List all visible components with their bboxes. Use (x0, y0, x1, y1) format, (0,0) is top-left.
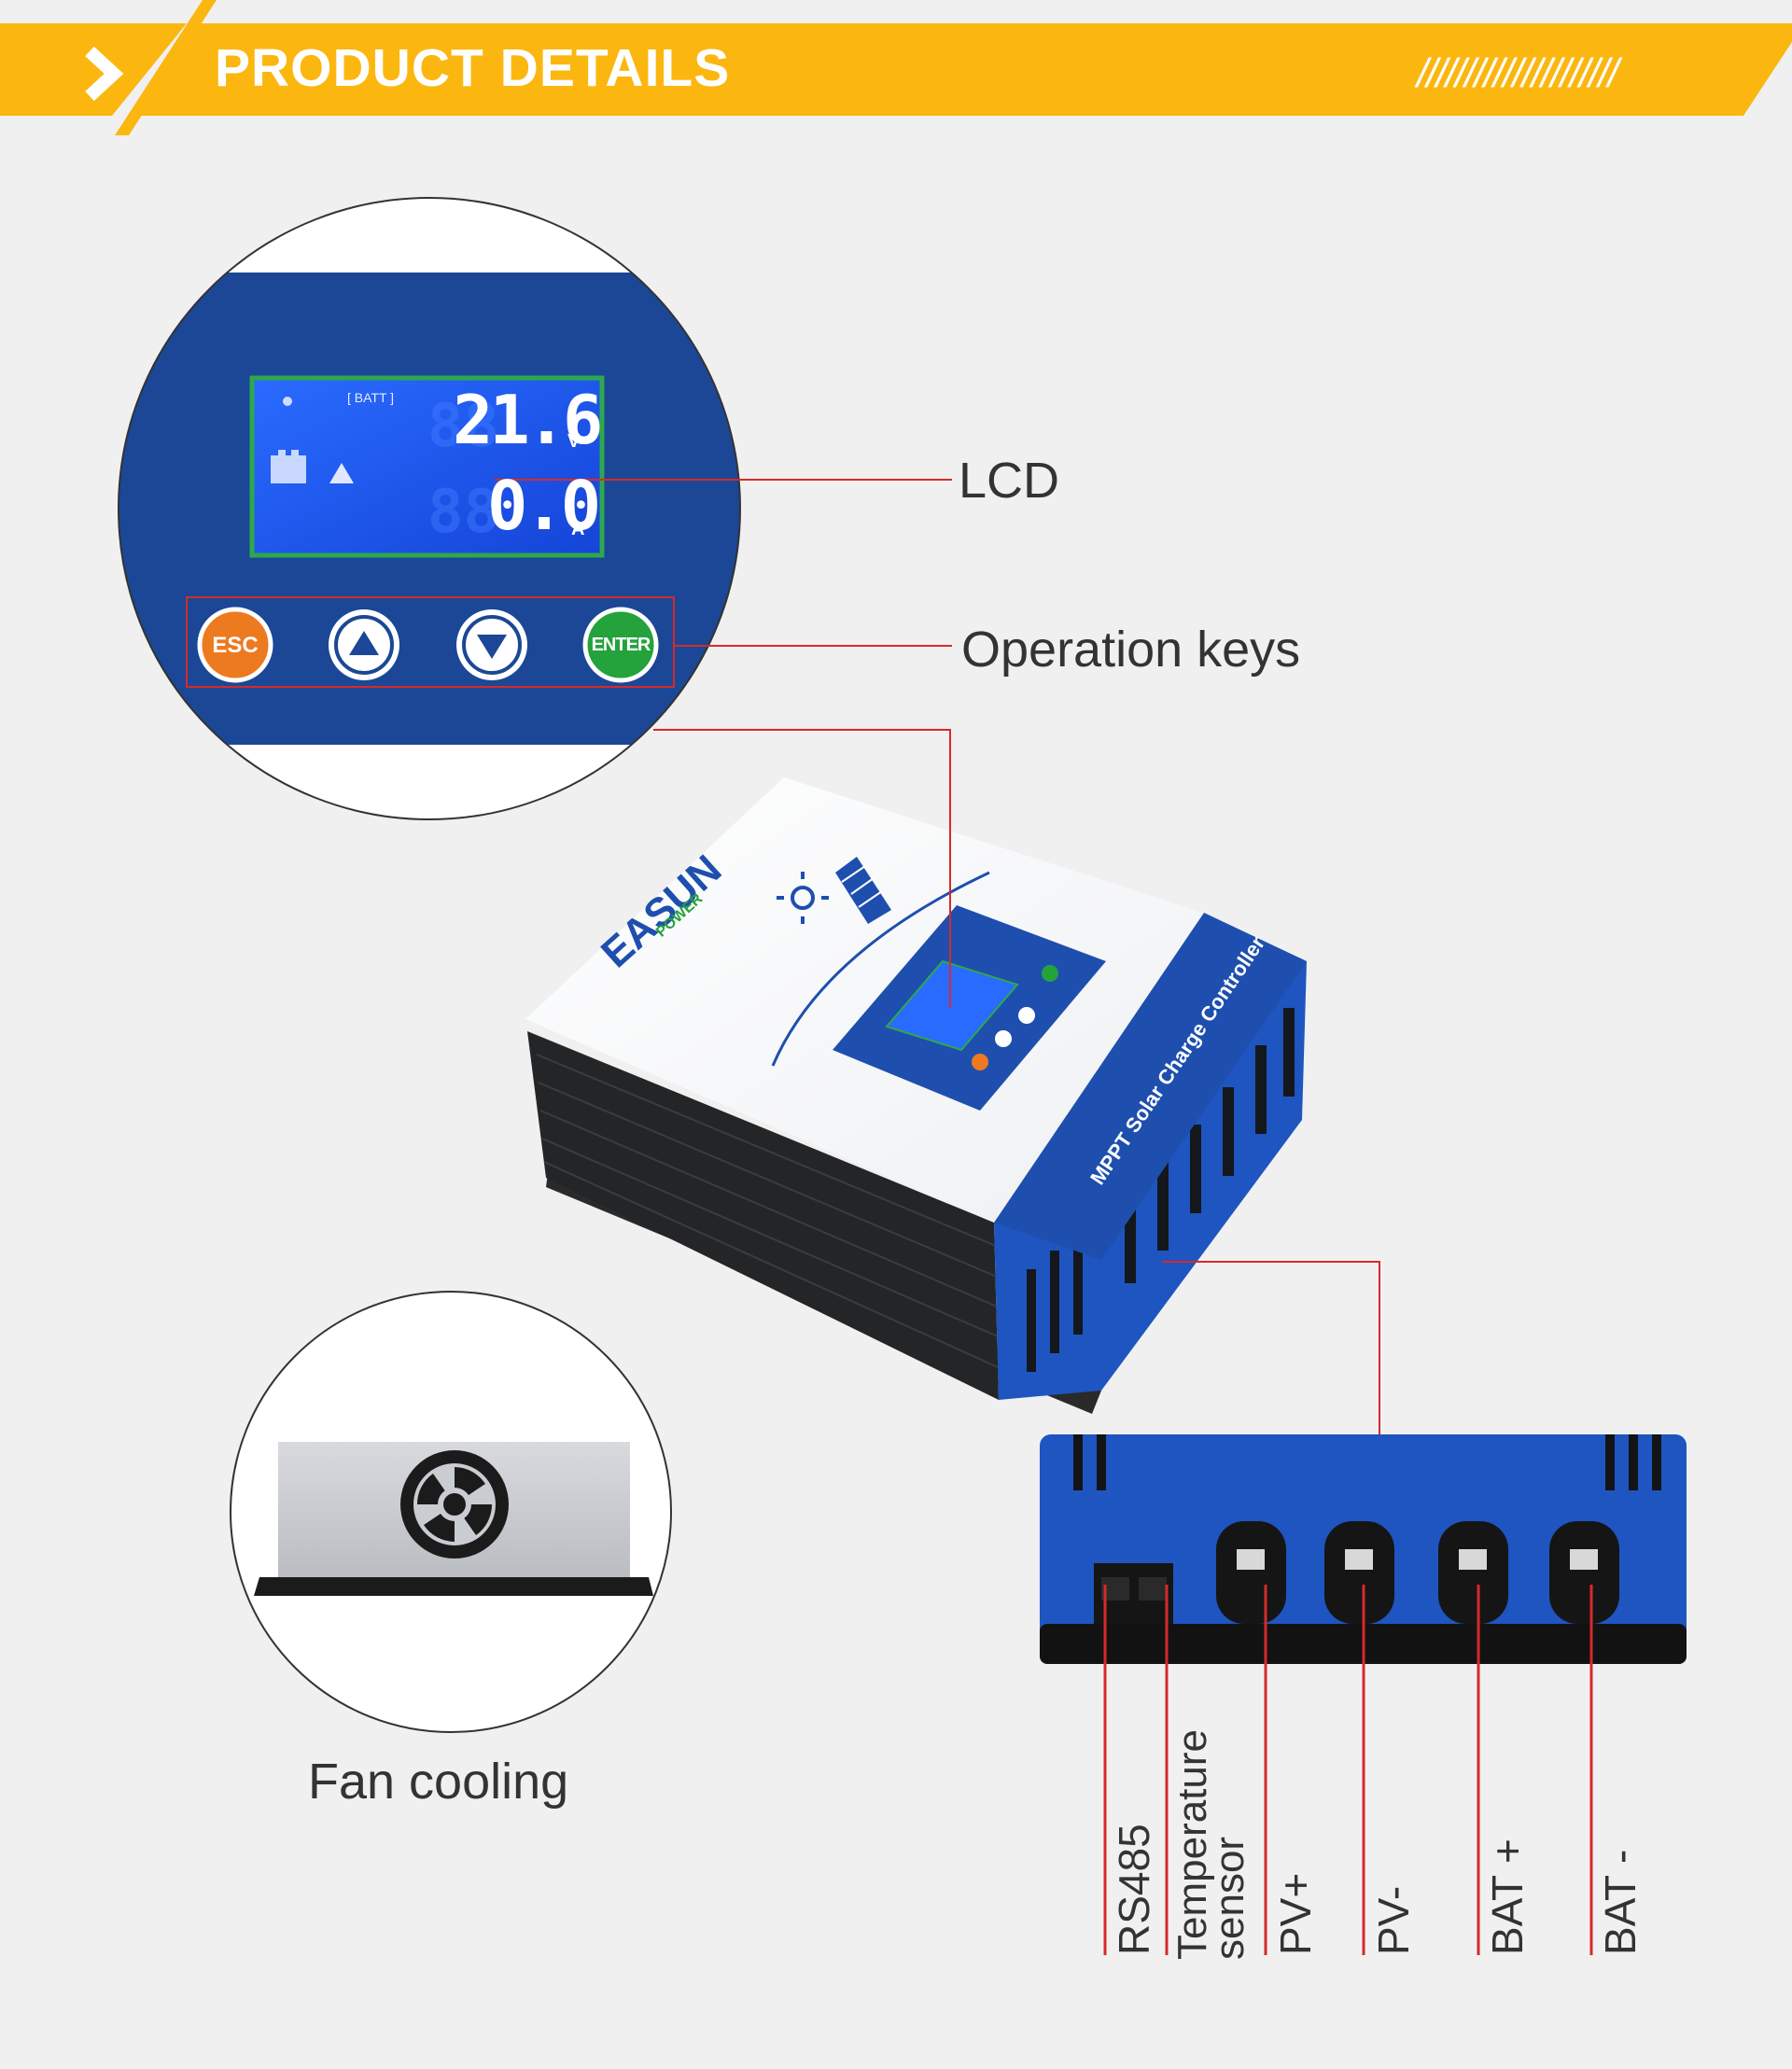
fan-callout-label: Fan cooling (308, 1754, 569, 1810)
keys-callout-label: Operation keys (961, 622, 1301, 678)
lcd-current-unit: A (571, 519, 585, 539)
warning-triangle-icon (329, 463, 354, 483)
terminal-label-sensor: sensor (1207, 1836, 1253, 1960)
banner-slash (115, 0, 217, 135)
header-banner (0, 0, 1792, 135)
esc-key[interactable] (197, 607, 273, 683)
battery-icon (271, 455, 306, 483)
terminal-lead-lines (1103, 1585, 1593, 1955)
fan-base-flange (254, 1577, 653, 1596)
bat-plus-terminal (1438, 1521, 1508, 1624)
operation-keys-frame (186, 596, 675, 688)
lcd-current-reading: 0.0 (487, 467, 601, 545)
lcd-callout-label: LCD (959, 453, 1060, 509)
swoosh-curve (771, 871, 990, 1067)
terminal-label-bat-plus: BAT + (1483, 1838, 1532, 1955)
terminal-label-rs485: RS485 (1110, 1824, 1158, 1955)
lcd-battery-tag: [ BATT ] (347, 390, 395, 405)
fan-zoom-circle (230, 1291, 672, 1733)
page-title: PRODUCT DETAILS (215, 38, 731, 98)
device-down-key (1018, 1007, 1035, 1024)
enter-key-label: ENTER (591, 635, 651, 655)
lcd-voltage-unit: V (567, 431, 581, 452)
lcd-voltage-reading: 21.6 (453, 381, 603, 459)
pv-plus-terminal (1216, 1521, 1286, 1624)
terminal-label-pv-minus: PV- (1369, 1885, 1418, 1955)
device-esc-key (972, 1054, 988, 1070)
terminal-label-pv-plus: PV+ (1271, 1872, 1320, 1955)
enter-key[interactable] (582, 607, 659, 683)
banner-bar (0, 23, 1792, 116)
device-lcd (885, 959, 1019, 1052)
terminal-callout-line (1162, 1261, 1380, 1434)
solar-panel-icon (835, 857, 891, 924)
lcd-screen (249, 375, 605, 558)
chevron-right-icon (85, 46, 124, 102)
svg-text:88: 88 (427, 392, 499, 461)
terminal-label-bat-minus: BAT - (1596, 1849, 1645, 1955)
label-band (994, 913, 1307, 1260)
arrow-down-icon (477, 635, 507, 659)
banner-hatch-decoration: ///////////////////// (1417, 50, 1619, 96)
callout-lines (495, 479, 1380, 1434)
terminal-closeup (1040, 1434, 1687, 1664)
device-callout-line (653, 729, 951, 1008)
heatsink-front (527, 1031, 999, 1400)
bat-minus-terminal (1549, 1521, 1619, 1624)
charge-controller-device (525, 777, 1307, 1414)
device-top-face (525, 777, 1204, 1223)
svg-text:88: 88 (427, 478, 499, 547)
pv-minus-terminal (1324, 1521, 1394, 1624)
moon-icon (283, 397, 292, 406)
esc-key-label: ESC (212, 633, 259, 658)
lcd-zoom-circle: 88 88 (118, 197, 741, 820)
sun-icon (791, 886, 815, 910)
arrow-up-icon (349, 631, 379, 655)
device-up-key (995, 1030, 1012, 1047)
device-enter-key (1042, 965, 1058, 982)
banner-block (0, 23, 187, 116)
